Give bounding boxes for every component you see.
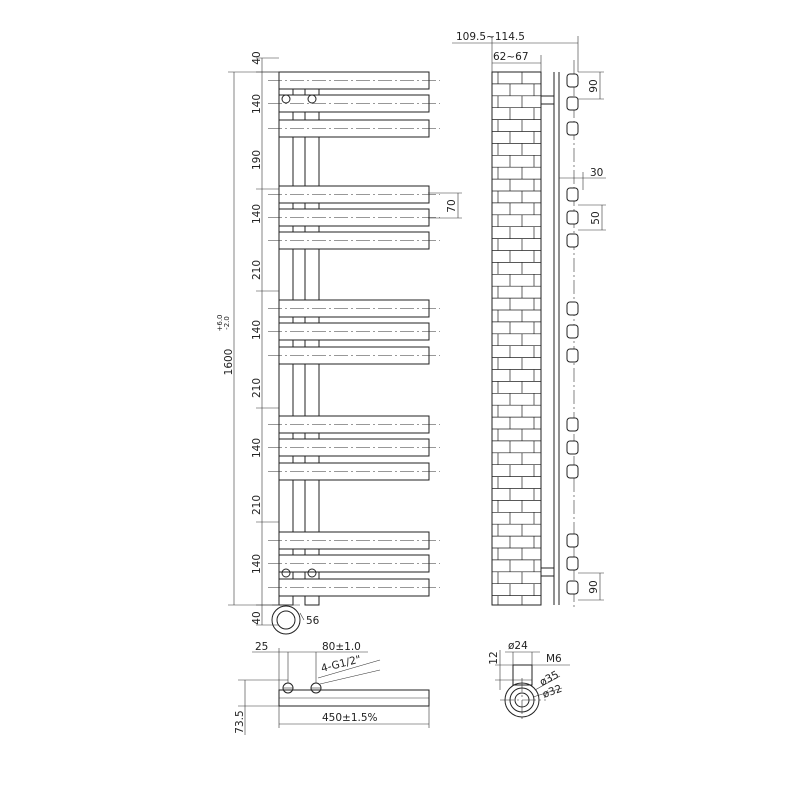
bar-profile (566, 580, 579, 595)
detail-bolt: M6 (546, 653, 562, 665)
bar-profile (566, 233, 579, 248)
detail-stem (512, 664, 533, 686)
left-dim-label: 210 (251, 260, 263, 280)
left-dim-label: 210 (251, 495, 263, 515)
bar-depth-dim: 30 (590, 167, 603, 179)
left-dim-label: 140 (251, 204, 263, 224)
tolerance-upper: +6.0 (216, 315, 224, 332)
brick-wall (491, 71, 542, 606)
bottom-offset-dim: 90 (588, 580, 600, 593)
detail-view: 12 ø24 M6 ø35 ø32 (488, 640, 570, 722)
bar-profile (566, 556, 579, 571)
side-bar-profiles (566, 73, 579, 595)
bar-profile (566, 73, 579, 88)
detail-small-dia: ø24 (508, 640, 528, 652)
top-offset-dim: 90 (588, 79, 600, 92)
left-dim-label: 210 (251, 378, 263, 398)
left-dim-label: 140 (251, 438, 263, 458)
top-left-bracket (281, 94, 291, 104)
bar-profile (566, 440, 579, 455)
valve-outer (271, 605, 301, 635)
bottom-view: 25 80±1.0 4-G1/2" 73.5 450±1.5% (234, 641, 430, 735)
overall-height: 1600 (223, 349, 235, 376)
detail-height-dim: 12 (488, 651, 500, 664)
depth-total-dim: 109.5~114.5 (456, 31, 525, 43)
bottom-right-bracket (307, 568, 317, 578)
left-dim-label: 140 (251, 94, 263, 114)
bar-profile (566, 417, 579, 432)
width-dim: 450±1.5% (322, 712, 378, 724)
bar-profile (566, 348, 579, 363)
offset-dim: 25 (255, 641, 268, 653)
valve-inner (276, 610, 296, 630)
towel-bars (268, 71, 440, 597)
side-view: 109.5~114.5 62~67 90 30 50 90 (452, 31, 606, 608)
bar-profile (566, 210, 579, 225)
left-dimension-chain: 40 140 190 140 210 140 210 140 210 140 40 (251, 51, 279, 626)
top-wall-bracket (540, 95, 555, 105)
bar-profile (566, 464, 579, 479)
pipe-diameter-dim: 56 (306, 615, 320, 627)
bar-spacing-dim: 70 (446, 199, 458, 212)
top-right-bracket (307, 94, 317, 104)
front-view: 40 140 190 140 210 140 210 140 210 140 40 1600 +6.… (216, 51, 462, 635)
bar-profile (566, 96, 579, 111)
bar-profile (566, 533, 579, 548)
inlet-spacing-dim: 80±1.0 (322, 641, 361, 653)
bar-profile (566, 301, 579, 316)
bar-profile (566, 187, 579, 202)
bar-profile (566, 324, 579, 339)
bottom-wall-bracket (540, 567, 555, 577)
left-dim-label: 140 (251, 320, 263, 340)
thread-spec: 4-G1/2" (320, 653, 362, 674)
left-dim-label: 190 (251, 150, 263, 170)
tolerance-lower: -2.0 (223, 316, 231, 330)
height-dim: 73.5 (234, 710, 246, 733)
bar-profile (566, 121, 579, 136)
left-dim-label: 140 (251, 554, 263, 574)
bottom-left-bracket (281, 568, 291, 578)
left-dim-label: 40 (251, 51, 263, 64)
left-dim-label: 40 (251, 611, 263, 624)
brick-pattern (492, 71, 541, 605)
depth-wall-dim: 62~67 (493, 51, 529, 63)
bar-height-dim: 50 (590, 211, 602, 224)
